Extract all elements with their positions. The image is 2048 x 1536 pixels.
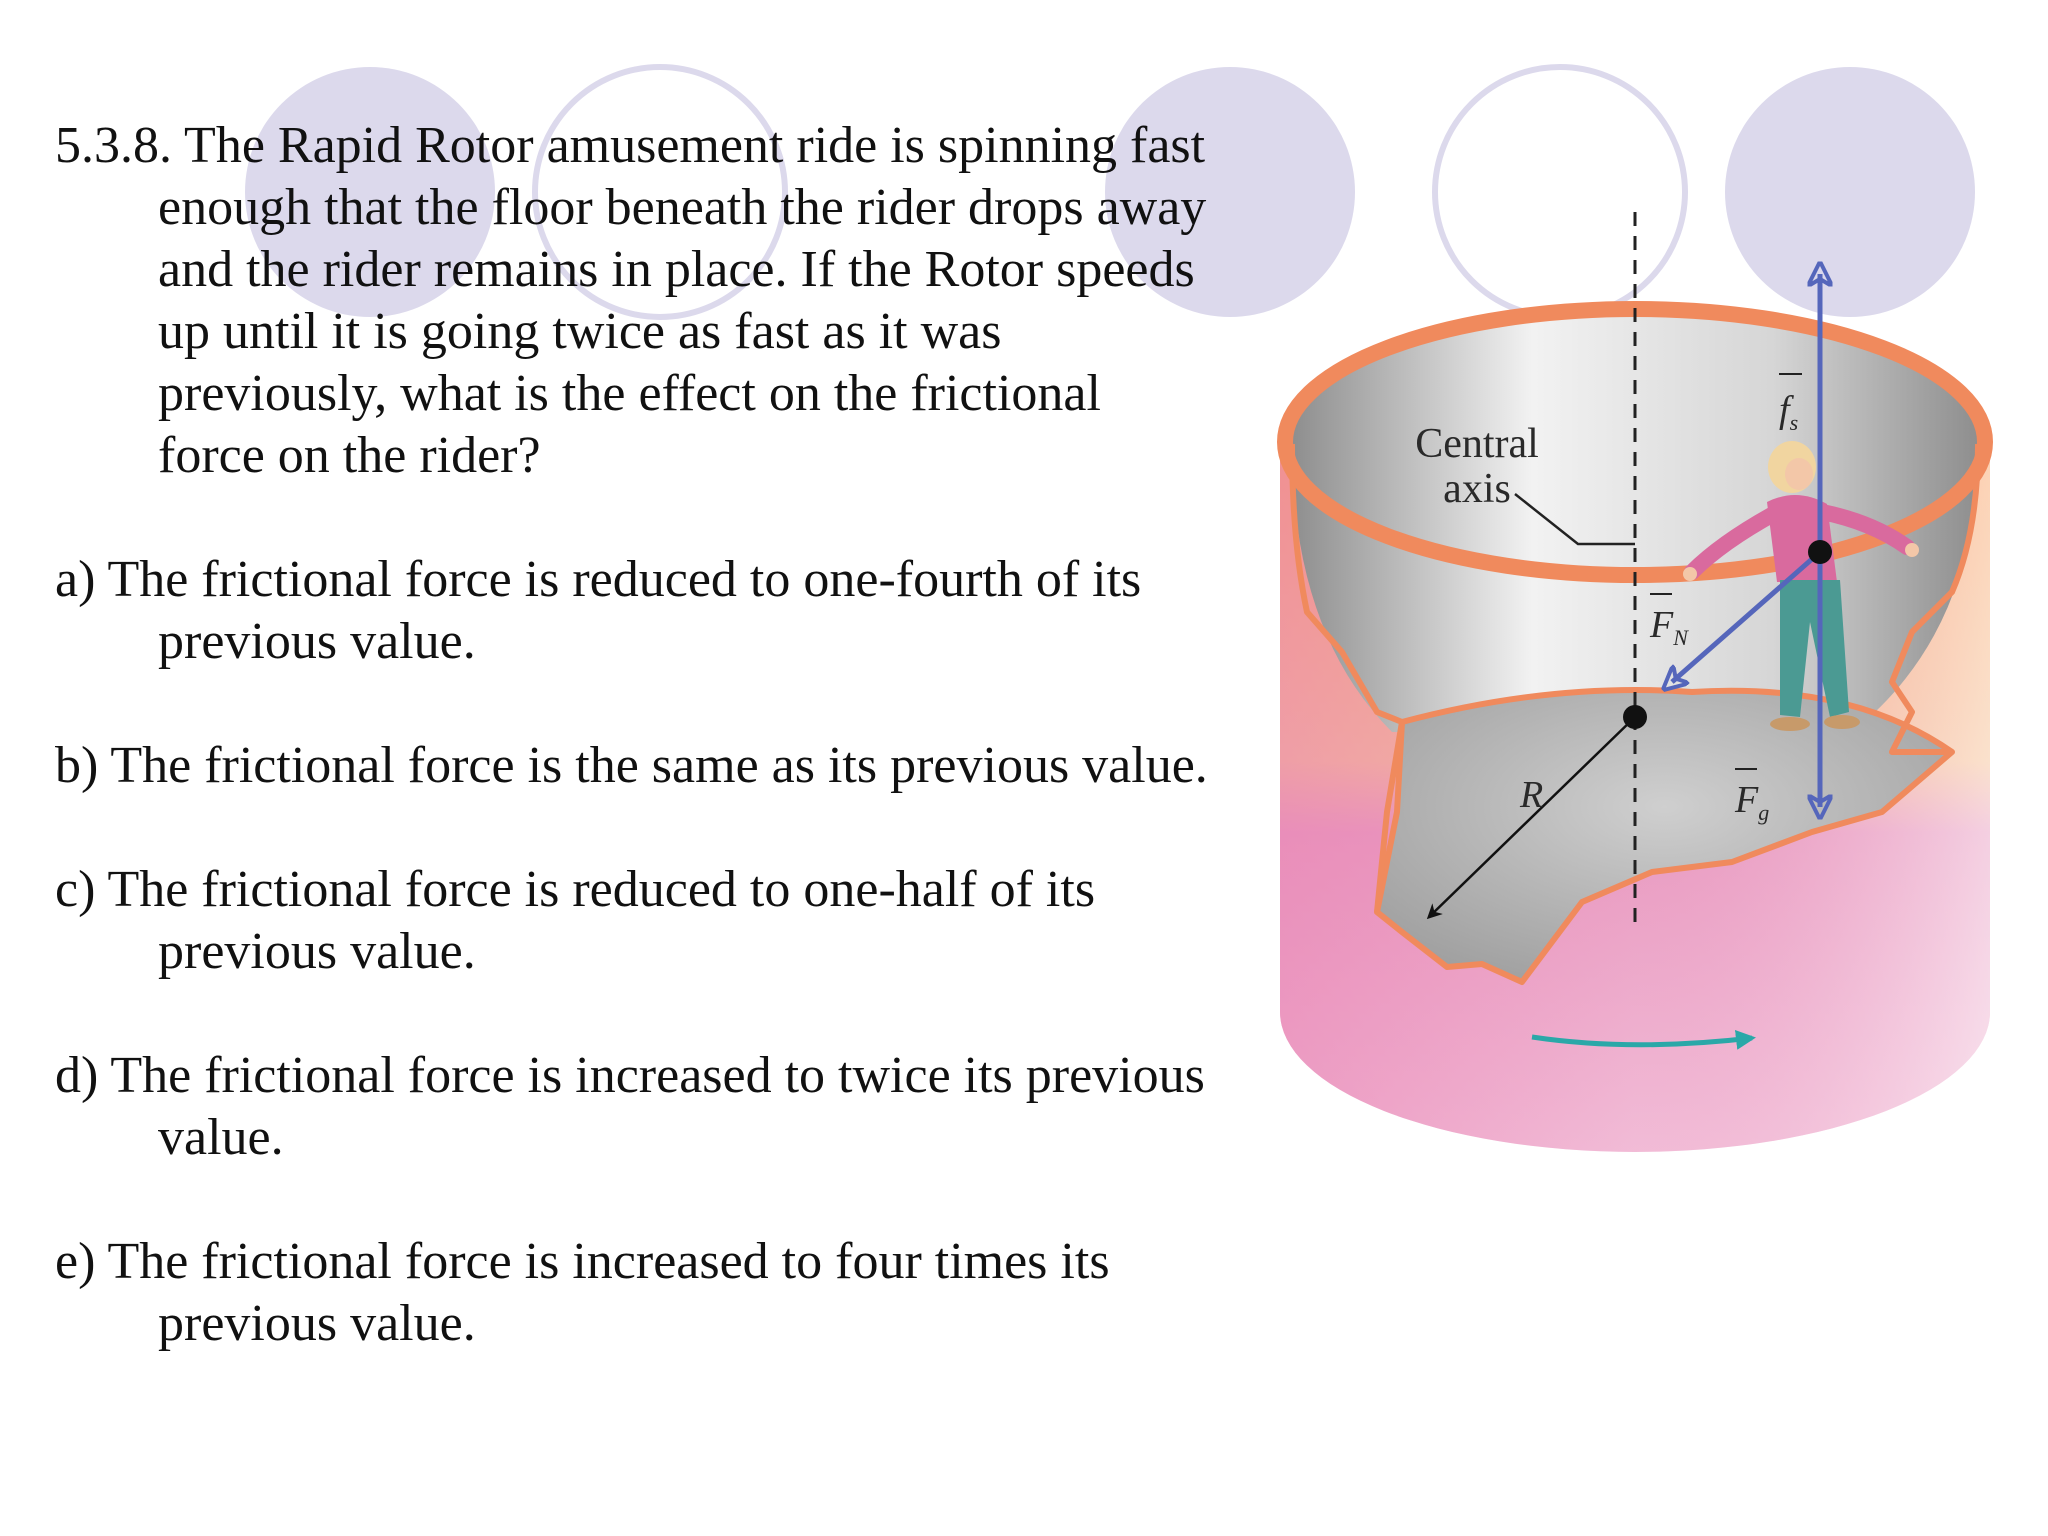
rotation-arrow: [1531, 1029, 1756, 1050]
question-stem: 5.3.8. The Rapid Rotor amusement ride is…: [55, 117, 1207, 484]
rider-left-arm: [1684, 504, 1785, 580]
center-point: [1623, 705, 1647, 729]
rotor-floor: [1374, 687, 1955, 985]
option-b: b) The frictional force is the same as i…: [55, 737, 1208, 794]
rider-right-arm: [1814, 504, 1915, 555]
rider-right-shoe: [1824, 715, 1860, 729]
rider-right-hand: [1905, 543, 1919, 557]
rider-legs: [1780, 580, 1849, 717]
deco-circle-2: [532, 64, 788, 320]
option-a: a) The frictional force is reduced to on…: [55, 551, 1142, 670]
normal-vector: [1672, 550, 1822, 682]
option-e: e) The frictional force is increased to …: [55, 1233, 1110, 1352]
normal-label-main: F: [1649, 604, 1674, 646]
rider-face: [1785, 458, 1813, 490]
radius-label: R: [1519, 774, 1543, 816]
friction-label-sub: s: [1790, 410, 1799, 435]
rider-left-hand: [1683, 567, 1697, 581]
deco-circle-5: [1725, 67, 1975, 317]
rider-center-point: [1808, 540, 1832, 564]
central-axis-label-1: Central: [1415, 421, 1539, 467]
central-axis-label-2: axis: [1443, 466, 1511, 512]
option-c: c) The frictional force is reduced to on…: [55, 861, 1096, 980]
radius-line: [1426, 716, 1636, 920]
option-d: d) The frictional force is increased to …: [55, 1047, 1205, 1166]
gravity-label-sub: g: [1758, 800, 1769, 825]
normal-label: FN: [1649, 604, 1689, 650]
rotor-figure: Central axis R fs FN Fg: [1277, 212, 1993, 1152]
deco-circle-3: [1105, 67, 1355, 317]
rider-left-shoe: [1770, 717, 1810, 731]
question-block: 5.3.8. The Rapid Rotor amusement ride is…: [55, 115, 1215, 1355]
deco-circle-1: [245, 67, 495, 317]
gravity-label: Fg: [1734, 779, 1769, 825]
central-axis-pointer: [1514, 493, 1635, 546]
gravity-label-main: F: [1734, 779, 1759, 821]
normal-label-sub: N: [1672, 625, 1689, 650]
